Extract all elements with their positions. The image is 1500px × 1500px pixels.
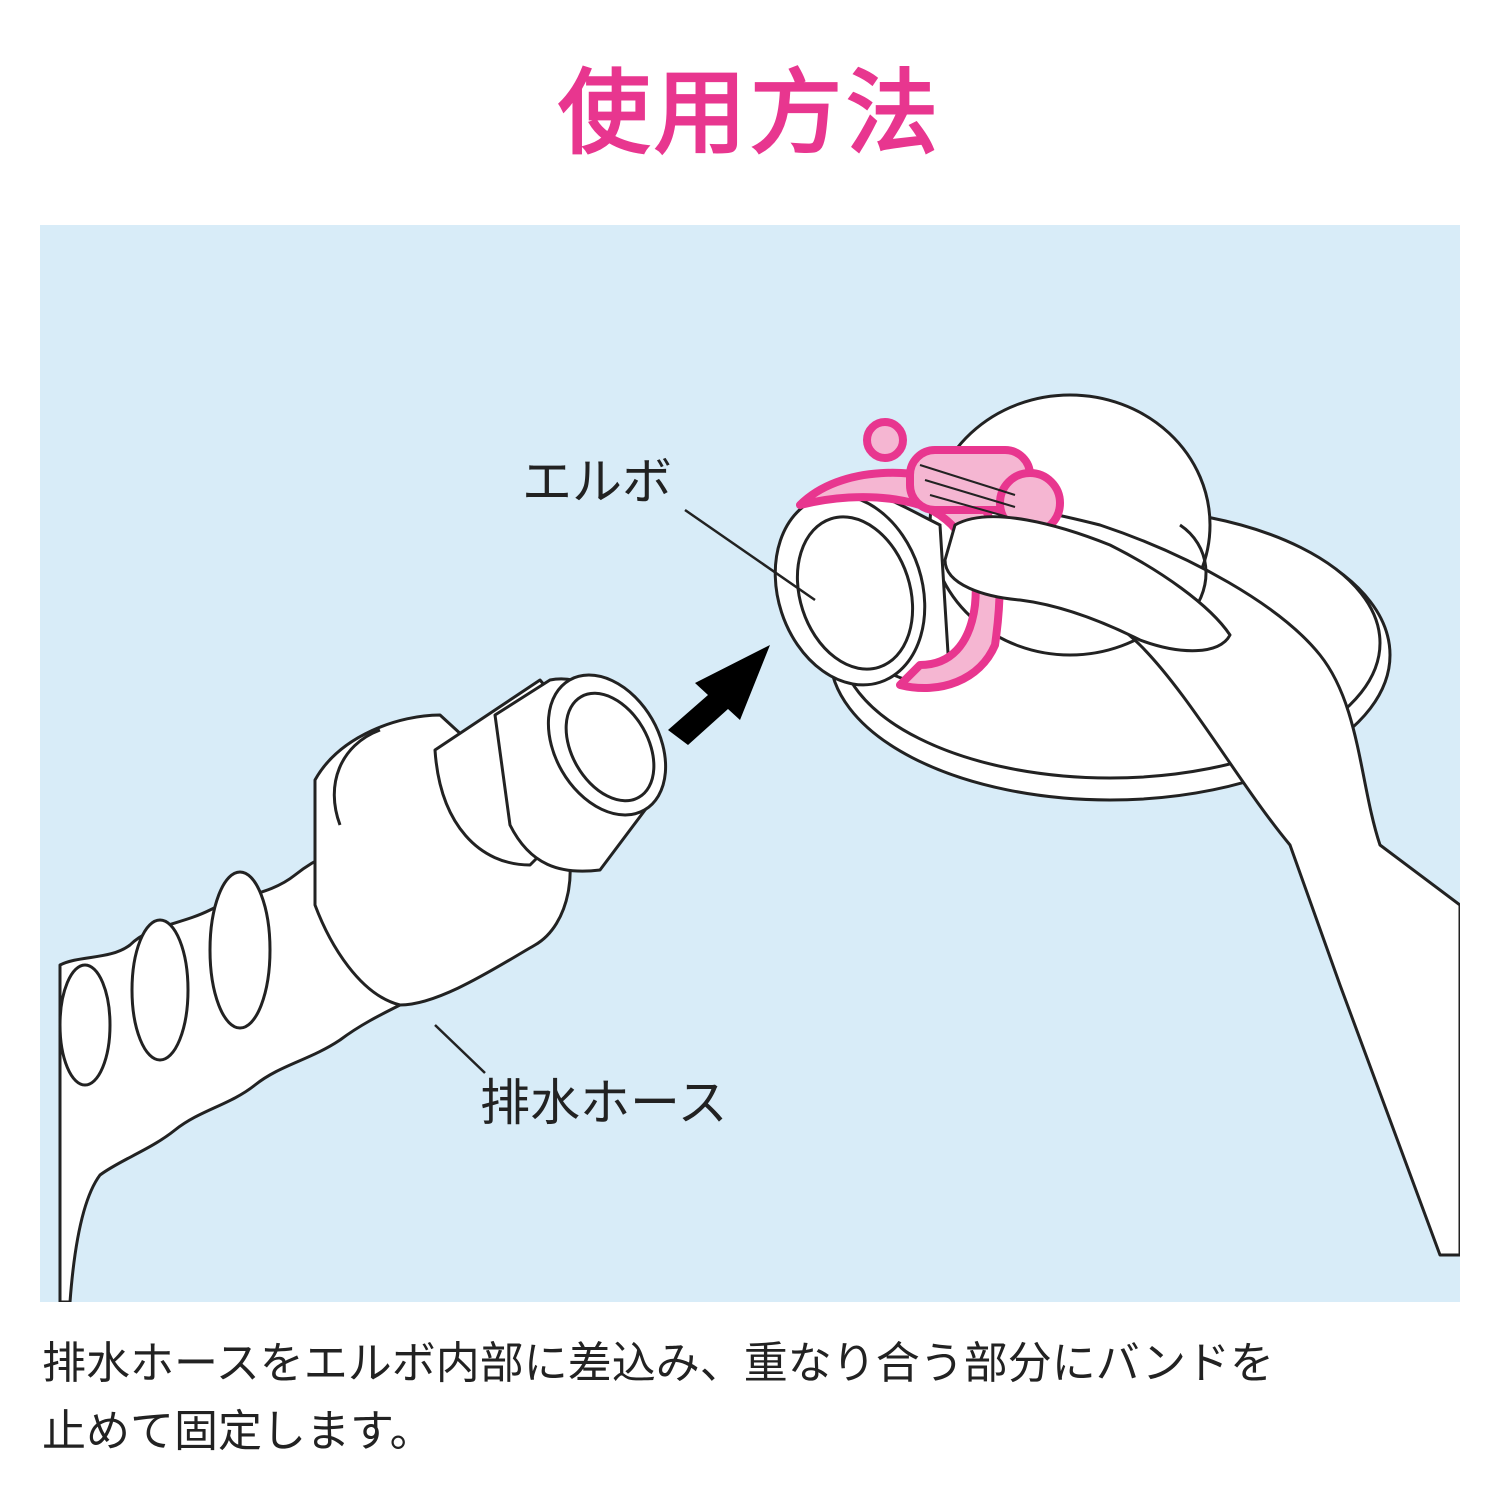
page-title: 使用方法: [557, 60, 942, 167]
band-tab: [863, 418, 907, 462]
illustration-panel: エルボ 排水ホース: [40, 225, 1460, 1302]
elbow-label: エルボ: [522, 453, 672, 511]
illustration: [40, 225, 1460, 1302]
hose-rib-3: [208, 870, 272, 1030]
band-screw-detail: [919, 464, 1016, 520]
caption-line-1: 排水ホースをエルボ内部に差込み、重なり合う部分にバンドを: [42, 1338, 1274, 1389]
hose-mouth-inner: [564, 691, 656, 803]
elbow-leader-line: [684, 508, 816, 602]
elbow-mouth-inner: [795, 515, 915, 671]
finger: [943, 515, 1232, 653]
hose-rib-2: [130, 918, 190, 1062]
hand-fingers: [943, 515, 1232, 653]
hose-rib-1: [58, 963, 112, 1087]
caption-line-2: 止めて固定します。: [42, 1406, 434, 1457]
drain-hose: [58, 673, 668, 1302]
instruction-caption: 排水ホースをエルボ内部に差込み、重なり合う部分にバンドを 止めて固定します。: [42, 1330, 1462, 1466]
hose-leader-line: [434, 1024, 486, 1074]
elbow-pipe: [773, 485, 952, 687]
arrow-icon: [668, 645, 770, 745]
drain-hose-label: 排水ホース: [480, 1074, 728, 1132]
hose-collar-edge: [332, 728, 381, 826]
